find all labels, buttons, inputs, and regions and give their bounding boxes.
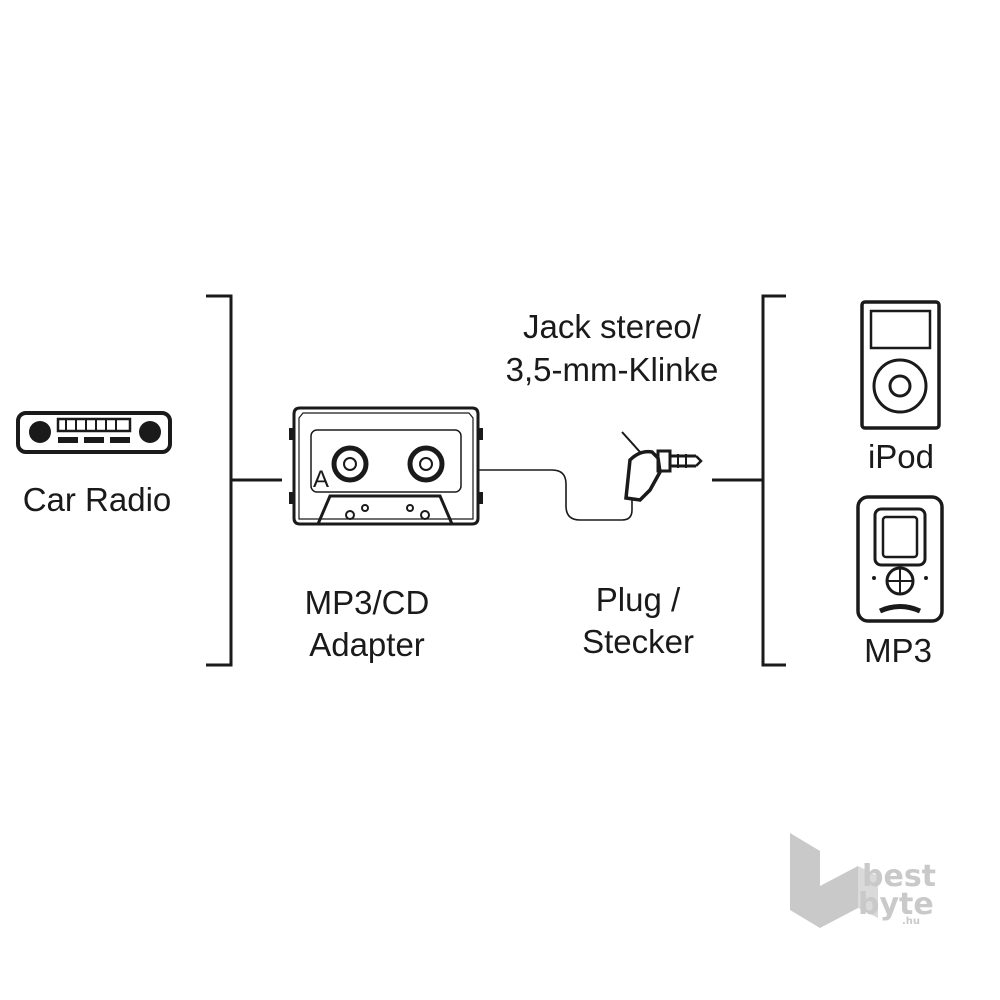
car-radio-label: Car Radio — [23, 481, 172, 518]
plug-label-line1: Plug / — [596, 581, 681, 618]
jack-plug-icon — [621, 431, 703, 502]
watermark-line1: best — [862, 859, 936, 894]
adapter-label-line1: MP3/CD — [305, 584, 430, 621]
audio-cable — [478, 469, 633, 521]
right-bracket — [712, 294, 786, 667]
jack-stereo-label: Jack stereo/ — [523, 308, 702, 345]
cassette-side-label: A — [313, 466, 329, 493]
car-radio-icon — [16, 411, 172, 454]
jack-klinke-label: 3,5-mm-Klinke — [506, 351, 719, 388]
left-bracket — [206, 294, 282, 667]
ipod-label: iPod — [868, 438, 934, 475]
ipod-icon — [860, 300, 941, 430]
cassette-adapter-icon — [289, 406, 483, 526]
bestbyte-logo: best byte .hu — [790, 833, 936, 928]
mp3-player-icon — [856, 495, 944, 623]
mp3-label: MP3 — [864, 632, 932, 669]
adapter-label-line2: Adapter — [309, 626, 425, 663]
plug-label-line2: Stecker — [582, 623, 694, 660]
watermark-suffix: .hu — [902, 916, 920, 927]
watermark-line2: byte — [858, 887, 934, 922]
